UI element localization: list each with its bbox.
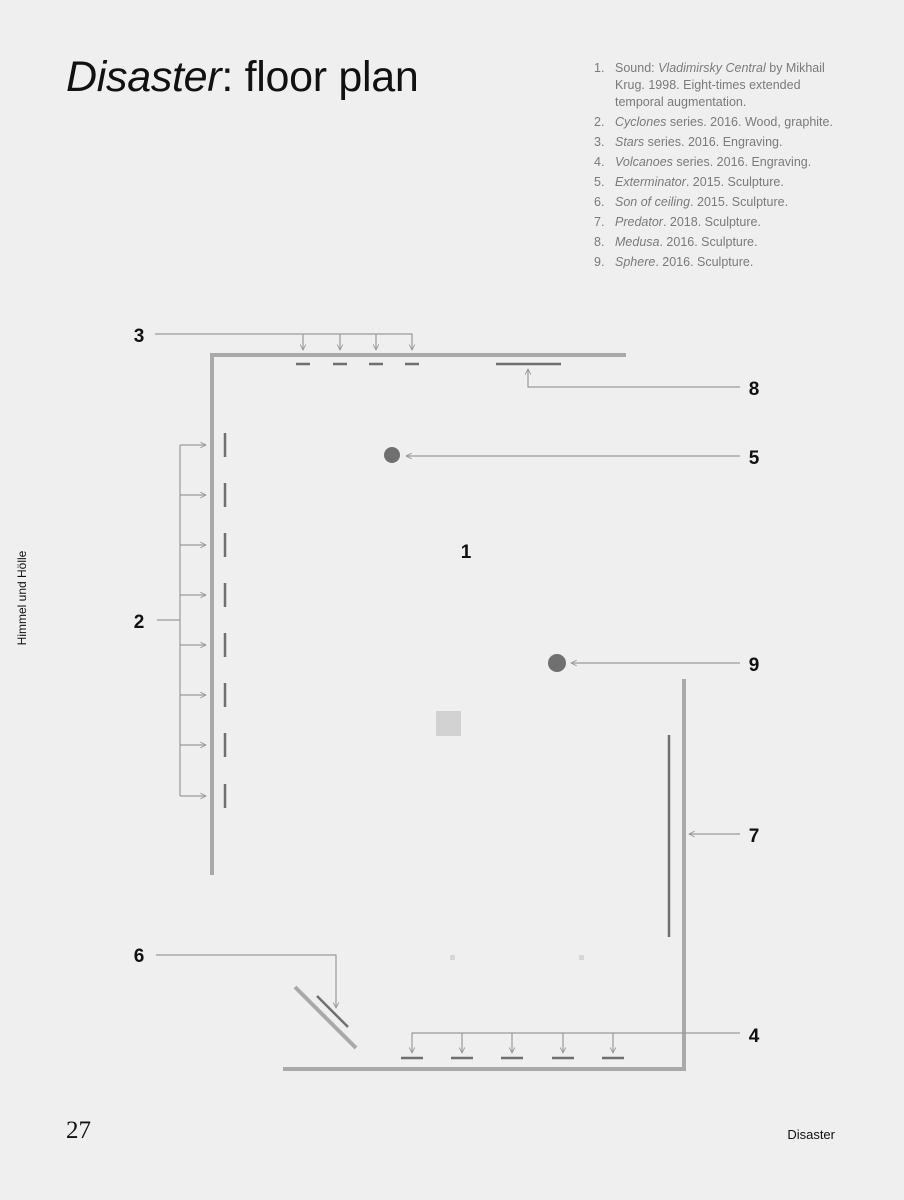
legend-work-title: Volcanoes	[615, 155, 673, 169]
son-of-ceiling-leader	[156, 954, 336, 1008]
legend-number: 3.	[594, 135, 605, 149]
legend-work-title: Vladimirsky Central	[658, 61, 766, 75]
legend-number: 5.	[594, 175, 605, 189]
legend-work-title: Stars	[615, 135, 645, 149]
legend-text-post: series. 2016. Wood, graphite.	[666, 115, 833, 129]
son-of-ceiling-sculpture	[316, 995, 349, 1028]
callout-son-of-ceiling: 6	[134, 946, 145, 967]
wall-top-left	[210, 353, 626, 875]
floor-marker	[450, 955, 455, 960]
sphere-sculpture	[548, 654, 566, 672]
floor-marker	[579, 955, 584, 960]
artwork-legend: 1. Sound: Vladimirsky Central by Mikhail …	[594, 60, 834, 274]
legend-text-post: . 2015. Sculpture.	[690, 195, 789, 209]
cyclones-series-group	[157, 445, 206, 796]
wall-bottom-right	[283, 679, 686, 1071]
legend-number: 7.	[594, 215, 605, 229]
legend-work-title: Medusa	[615, 235, 660, 249]
legend-number: 2.	[594, 115, 605, 129]
legend-text-post: by Mikhail Krug. 1998. Eight-times exten…	[615, 61, 825, 109]
legend-work-title: Predator	[615, 215, 663, 229]
legend-number: 1.	[594, 61, 605, 75]
legend-item: 6. Son of ceiling. 2015. Sculpture.	[594, 194, 834, 211]
page-title-rest: : floor plan	[221, 53, 419, 101]
legend-item: 9. Sphere. 2016. Sculpture.	[594, 254, 834, 271]
legend-text-post: series. 2016. Engraving.	[644, 135, 783, 149]
legend-item: 8. Medusa. 2016. Sculpture.	[594, 234, 834, 251]
footer-section-name: Disaster	[787, 1127, 835, 1142]
legend-number: 9.	[594, 255, 605, 269]
legend-number: 6.	[594, 195, 605, 209]
legend-text-post: . 2015. Sculpture.	[685, 175, 784, 189]
legend-text-post: . 2016. Sculpture.	[659, 235, 758, 249]
legend-work-title: Sphere	[615, 255, 656, 269]
callout-exterminator: 5	[749, 448, 760, 469]
callout-stars: 3	[134, 326, 145, 347]
legend-work-title: Cyclones	[615, 115, 667, 129]
stars-leader	[155, 333, 412, 350]
legend-work-title: Son of ceiling	[615, 195, 691, 209]
legend-number: 8.	[594, 235, 605, 249]
callout-medusa: 8	[749, 379, 760, 400]
legend-item: 3. Stars series. 2016. Engraving.	[594, 134, 834, 151]
page-number: 27	[66, 1117, 91, 1144]
volcanoes-leader	[412, 1032, 740, 1053]
walls	[210, 353, 686, 1071]
son-of-ceiling-wall	[293, 985, 358, 1050]
callout-sound: 1	[461, 542, 472, 563]
exterminator-sculpture	[384, 447, 400, 463]
legend-text-post: series. 2016. Engraving.	[672, 155, 812, 169]
legend-text-post: . 2016. Sculpture.	[655, 255, 754, 269]
legend-item: 2. Cyclones series. 2016. Wood, graphite.	[594, 114, 834, 131]
callout-volcanoes: 4	[749, 1026, 760, 1047]
page-title: Disaster: floor plan	[66, 52, 419, 102]
volcanoes-series-group	[412, 1032, 740, 1053]
legend-work-title: Exterminator	[615, 175, 686, 189]
legend-item: 7. Predator. 2018. Sculpture.	[594, 214, 834, 231]
callout-cyclones: 2	[134, 612, 145, 633]
callout-predator: 7	[749, 826, 760, 847]
legend-text-pre: Sound:	[615, 61, 659, 75]
legend-item: 4. Volcanoes series. 2016. Engraving.	[594, 154, 834, 171]
callout-sphere: 9	[749, 655, 760, 676]
central-plinth	[436, 711, 461, 736]
medusa-leader	[528, 369, 740, 388]
legend-item: 1. Sound: Vladimirsky Central by Mikhail …	[594, 60, 834, 111]
legend-item: 5. Exterminator. 2015. Sculpture.	[594, 174, 834, 191]
page-title-italic: Disaster	[66, 53, 222, 101]
legend-text-post: . 2018. Sculpture.	[662, 215, 761, 229]
legend-number: 4.	[594, 155, 605, 169]
stars-series-group	[155, 333, 412, 350]
